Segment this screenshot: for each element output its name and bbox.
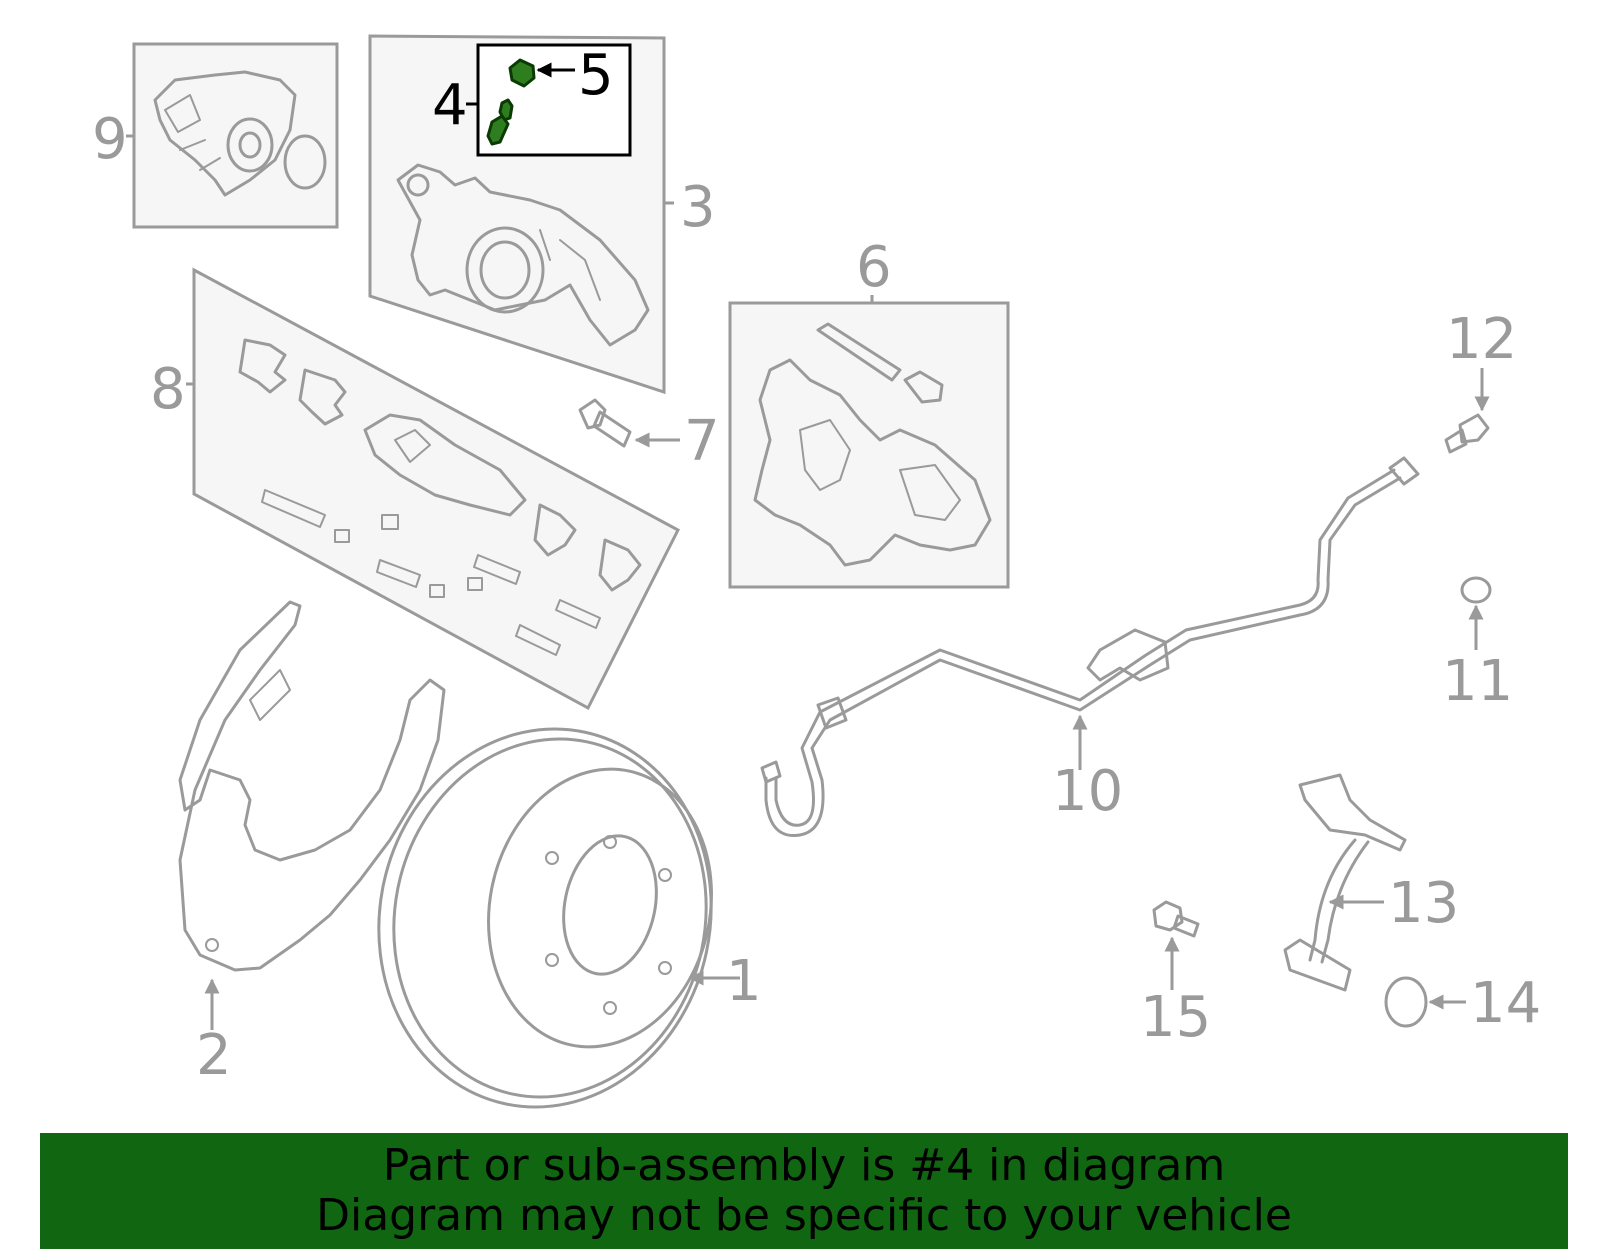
part-10-brake-line[interactable] — [760, 456, 1420, 838]
callout-2: 2 — [196, 1023, 232, 1088]
callout-5: 5 — [578, 43, 614, 108]
part-15-sensor-bolt[interactable] — [1152, 900, 1200, 990]
part-8-box — [192, 267, 680, 711]
part-9-actuator-group[interactable] — [126, 42, 339, 229]
part-6-box — [728, 301, 1010, 589]
callout-3: 3 — [680, 175, 716, 240]
callout-12: 12 — [1446, 307, 1517, 372]
brake-pad — [363, 413, 527, 517]
bracket-body — [753, 358, 992, 567]
part-7-guide-bolt[interactable] — [578, 398, 680, 448]
part-8-pad-kit-group[interactable] — [186, 267, 680, 711]
info-banner: Part or sub-assembly is #4 in diagram Di… — [40, 1133, 1568, 1249]
banner-line-disclaimer: Diagram may not be specific to your vehi… — [316, 1190, 1292, 1241]
part-4-bleeder-screw[interactable] — [486, 98, 514, 146]
actuator-body — [153, 70, 297, 197]
callout-4: 4 — [432, 73, 468, 138]
part-14-o-ring[interactable] — [1384, 976, 1466, 1028]
part-1-brake-rotor[interactable] — [344, 698, 746, 1138]
callout-9: 9 — [92, 107, 128, 172]
callout-13: 13 — [1388, 871, 1459, 936]
part-5-bleeder-cap[interactable] — [508, 58, 536, 88]
callout-7: 7 — [684, 409, 720, 474]
callout-8: 8 — [150, 357, 186, 422]
part-12-bleeder[interactable] — [1444, 368, 1490, 454]
part-2-dust-shield[interactable] — [178, 600, 446, 1030]
banner-line-part: Part or sub-assembly is #4 in diagram — [382, 1140, 1226, 1191]
part-6-bracket-group[interactable] — [728, 295, 1010, 589]
actuator-o-ring — [283, 134, 327, 190]
callout-11: 11 — [1442, 649, 1513, 714]
actuator-bore — [226, 117, 274, 173]
callout-15: 15 — [1140, 985, 1211, 1050]
callout-6: 6 — [856, 235, 892, 300]
part-11-plug[interactable] — [1460, 576, 1492, 650]
callout-10: 10 — [1052, 759, 1123, 824]
part-13-wheel-speed-sensor[interactable] — [1283, 773, 1407, 992]
caliper-body — [396, 163, 650, 347]
bleeder-highlight-box — [466, 43, 632, 157]
callout-1: 1 — [726, 949, 762, 1014]
callout-14: 14 — [1470, 971, 1541, 1036]
